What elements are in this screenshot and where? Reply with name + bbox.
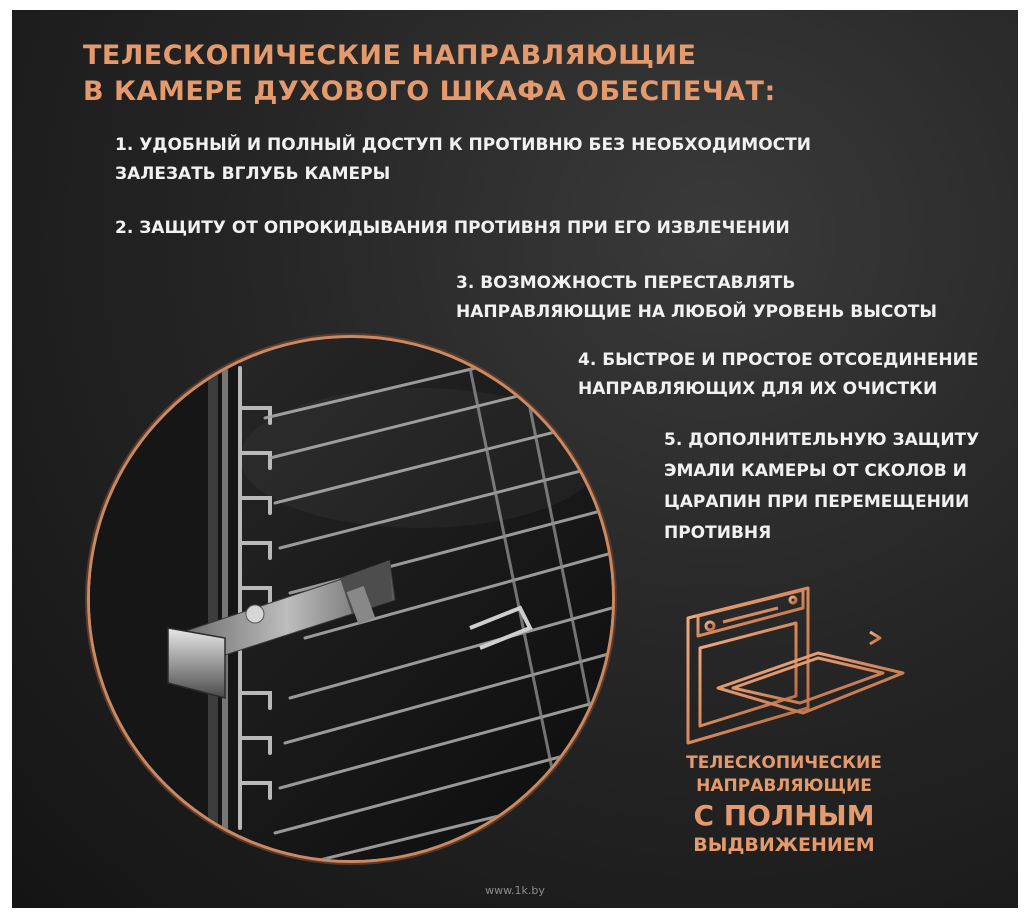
oven-rails-illustration — [90, 338, 612, 860]
oven-telescopic-rail-icon — [686, 586, 905, 745]
feature-5: 5. ДОПОЛНИТЕЛЬНУЮ ЗАЩИТУ ЭМАЛИ КАМЕРЫ ОТ… — [664, 425, 979, 549]
badge-line-2: НАПРАВЛЯЮЩИЕ — [696, 776, 872, 796]
feature-1-line-1: 1. УДОБНЫЙ И ПОЛНЫЙ ДОСТУП К ПРОТИВНЮ БЕ… — [115, 135, 811, 155]
badge-line-4: ВЫДВИЖЕНИЕМ — [693, 834, 875, 856]
badge-line-1: ТЕЛЕСКОПИЧЕСКИЕ — [686, 753, 882, 773]
feature-2: 2. ЗАЩИТУ ОТ ОПРОКИДЫВАНИЯ ПРОТИВНЯ ПРИ … — [115, 214, 790, 243]
feature-5-line-2: ЭМАЛИ КАМЕРЫ ОТ СКОЛОВ И — [664, 461, 967, 481]
watermark: www.1k.by — [485, 884, 545, 897]
promo-panel: ТЕЛЕСКОПИЧЕСКИЕ НАПРАВЛЯЮЩИЕ В КАМЕРЕ ДУ… — [12, 10, 1018, 908]
feature-3: 3. ВОЗМОЖНОСТЬ ПЕРЕСТАВЛЯТЬ НАПРАВЛЯЮЩИЕ… — [456, 269, 937, 327]
feature-4: 4. БЫСТРОЕ И ПРОСТОЕ ОТСОЕДИНЕНИЕ НАПРАВ… — [578, 346, 979, 404]
feature-3-line-1: 3. ВОЗМОЖНОСТЬ ПЕРЕСТАВЛЯТЬ — [456, 273, 796, 293]
feature-1: 1. УДОБНЫЙ И ПОЛНЫЙ ДОСТУП К ПРОТИВНЮ БЕ… — [115, 131, 811, 189]
feature-2-line-1: 2. ЗАЩИТУ ОТ ОПРОКИДЫВАНИЯ ПРОТИВНЯ ПРИ … — [115, 218, 790, 238]
feature-5-line-4: ПРОТИВНЯ — [664, 523, 772, 543]
full-extension-badge: ТЕЛЕСКОПИЧЕСКИЕ НАПРАВЛЯЮЩИЕ С ПОЛНЫМ ВЫ… — [640, 752, 928, 858]
feature-4-line-2: НАПРАВЛЯЮЩИХ ДЛЯ ИХ ОЧИСТКИ — [578, 379, 938, 399]
feature-3-line-2: НАПРАВЛЯЮЩИЕ НА ЛЮБОЙ УРОВЕНЬ ВЫСОТЫ — [456, 302, 937, 322]
headline: ТЕЛЕСКОПИЧЕСКИЕ НАПРАВЛЯЮЩИЕ В КАМЕРЕ ДУ… — [83, 38, 776, 110]
badge-line-3: С ПОЛНЫМ — [693, 799, 875, 832]
feature-5-line-1: 5. ДОПОЛНИТЕЛЬНУЮ ЗАЩИТУ — [664, 430, 980, 450]
headline-line-1: ТЕЛЕСКОПИЧЕСКИЕ НАПРАВЛЯЮЩИЕ — [83, 40, 697, 71]
feature-4-line-1: 4. БЫСТРОЕ И ПРОСТОЕ ОТСОЕДИНЕНИЕ — [578, 350, 979, 370]
feature-1-line-2: ЗАЛЕЗАТЬ ВГЛУБЬ КАМЕРЫ — [115, 164, 391, 184]
feature-5-line-3: ЦАРАПИН ПРИ ПЕРЕМЕЩЕНИИ — [664, 492, 970, 512]
oven-rails-photo — [90, 338, 612, 860]
headline-line-2: В КАМЕРЕ ДУХОВОГО ШКАФА ОБЕСПЕЧАТ: — [83, 76, 776, 107]
